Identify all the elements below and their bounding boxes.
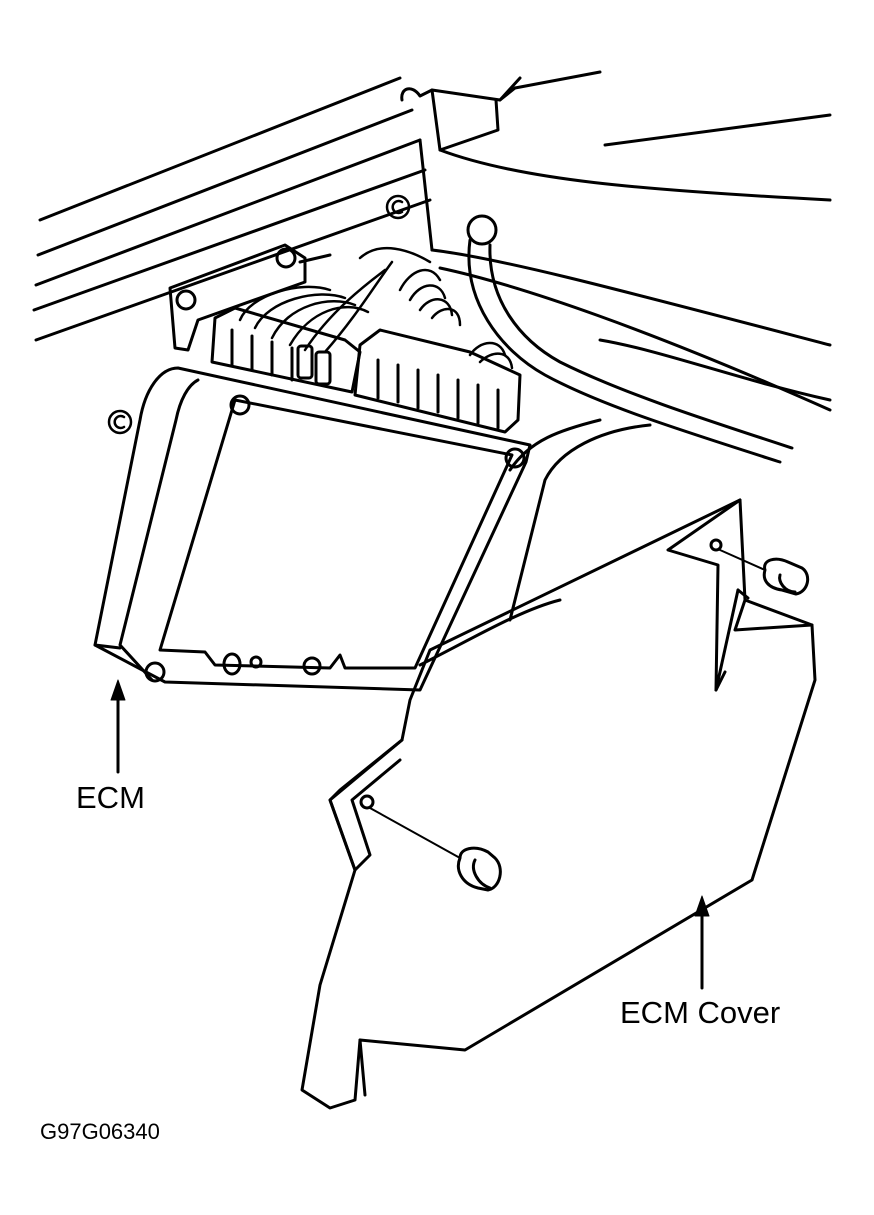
ecm-connectors	[212, 308, 520, 432]
cover-bolt-upper	[720, 550, 808, 594]
ecm-callout-label: ECM	[76, 780, 145, 815]
ecm-cover-panel	[302, 500, 815, 1108]
cover-bolt-lower	[370, 808, 500, 890]
vehicle-body-panel	[34, 72, 830, 410]
panel-clip-icons	[109, 196, 409, 433]
ecm-mounting-bracket	[170, 245, 330, 350]
ecm-cover-callout-label: ECM Cover	[620, 995, 781, 1030]
ecm-unit	[95, 368, 530, 690]
ecm-cover-leader-arrow	[695, 896, 709, 988]
trim-panel-edge	[510, 420, 650, 620]
wiring-conduit	[468, 216, 792, 462]
figure-code-label: G97G06340	[40, 1119, 160, 1144]
wire-harness-bundles	[240, 248, 512, 368]
ecm-leader-arrow	[111, 680, 125, 772]
